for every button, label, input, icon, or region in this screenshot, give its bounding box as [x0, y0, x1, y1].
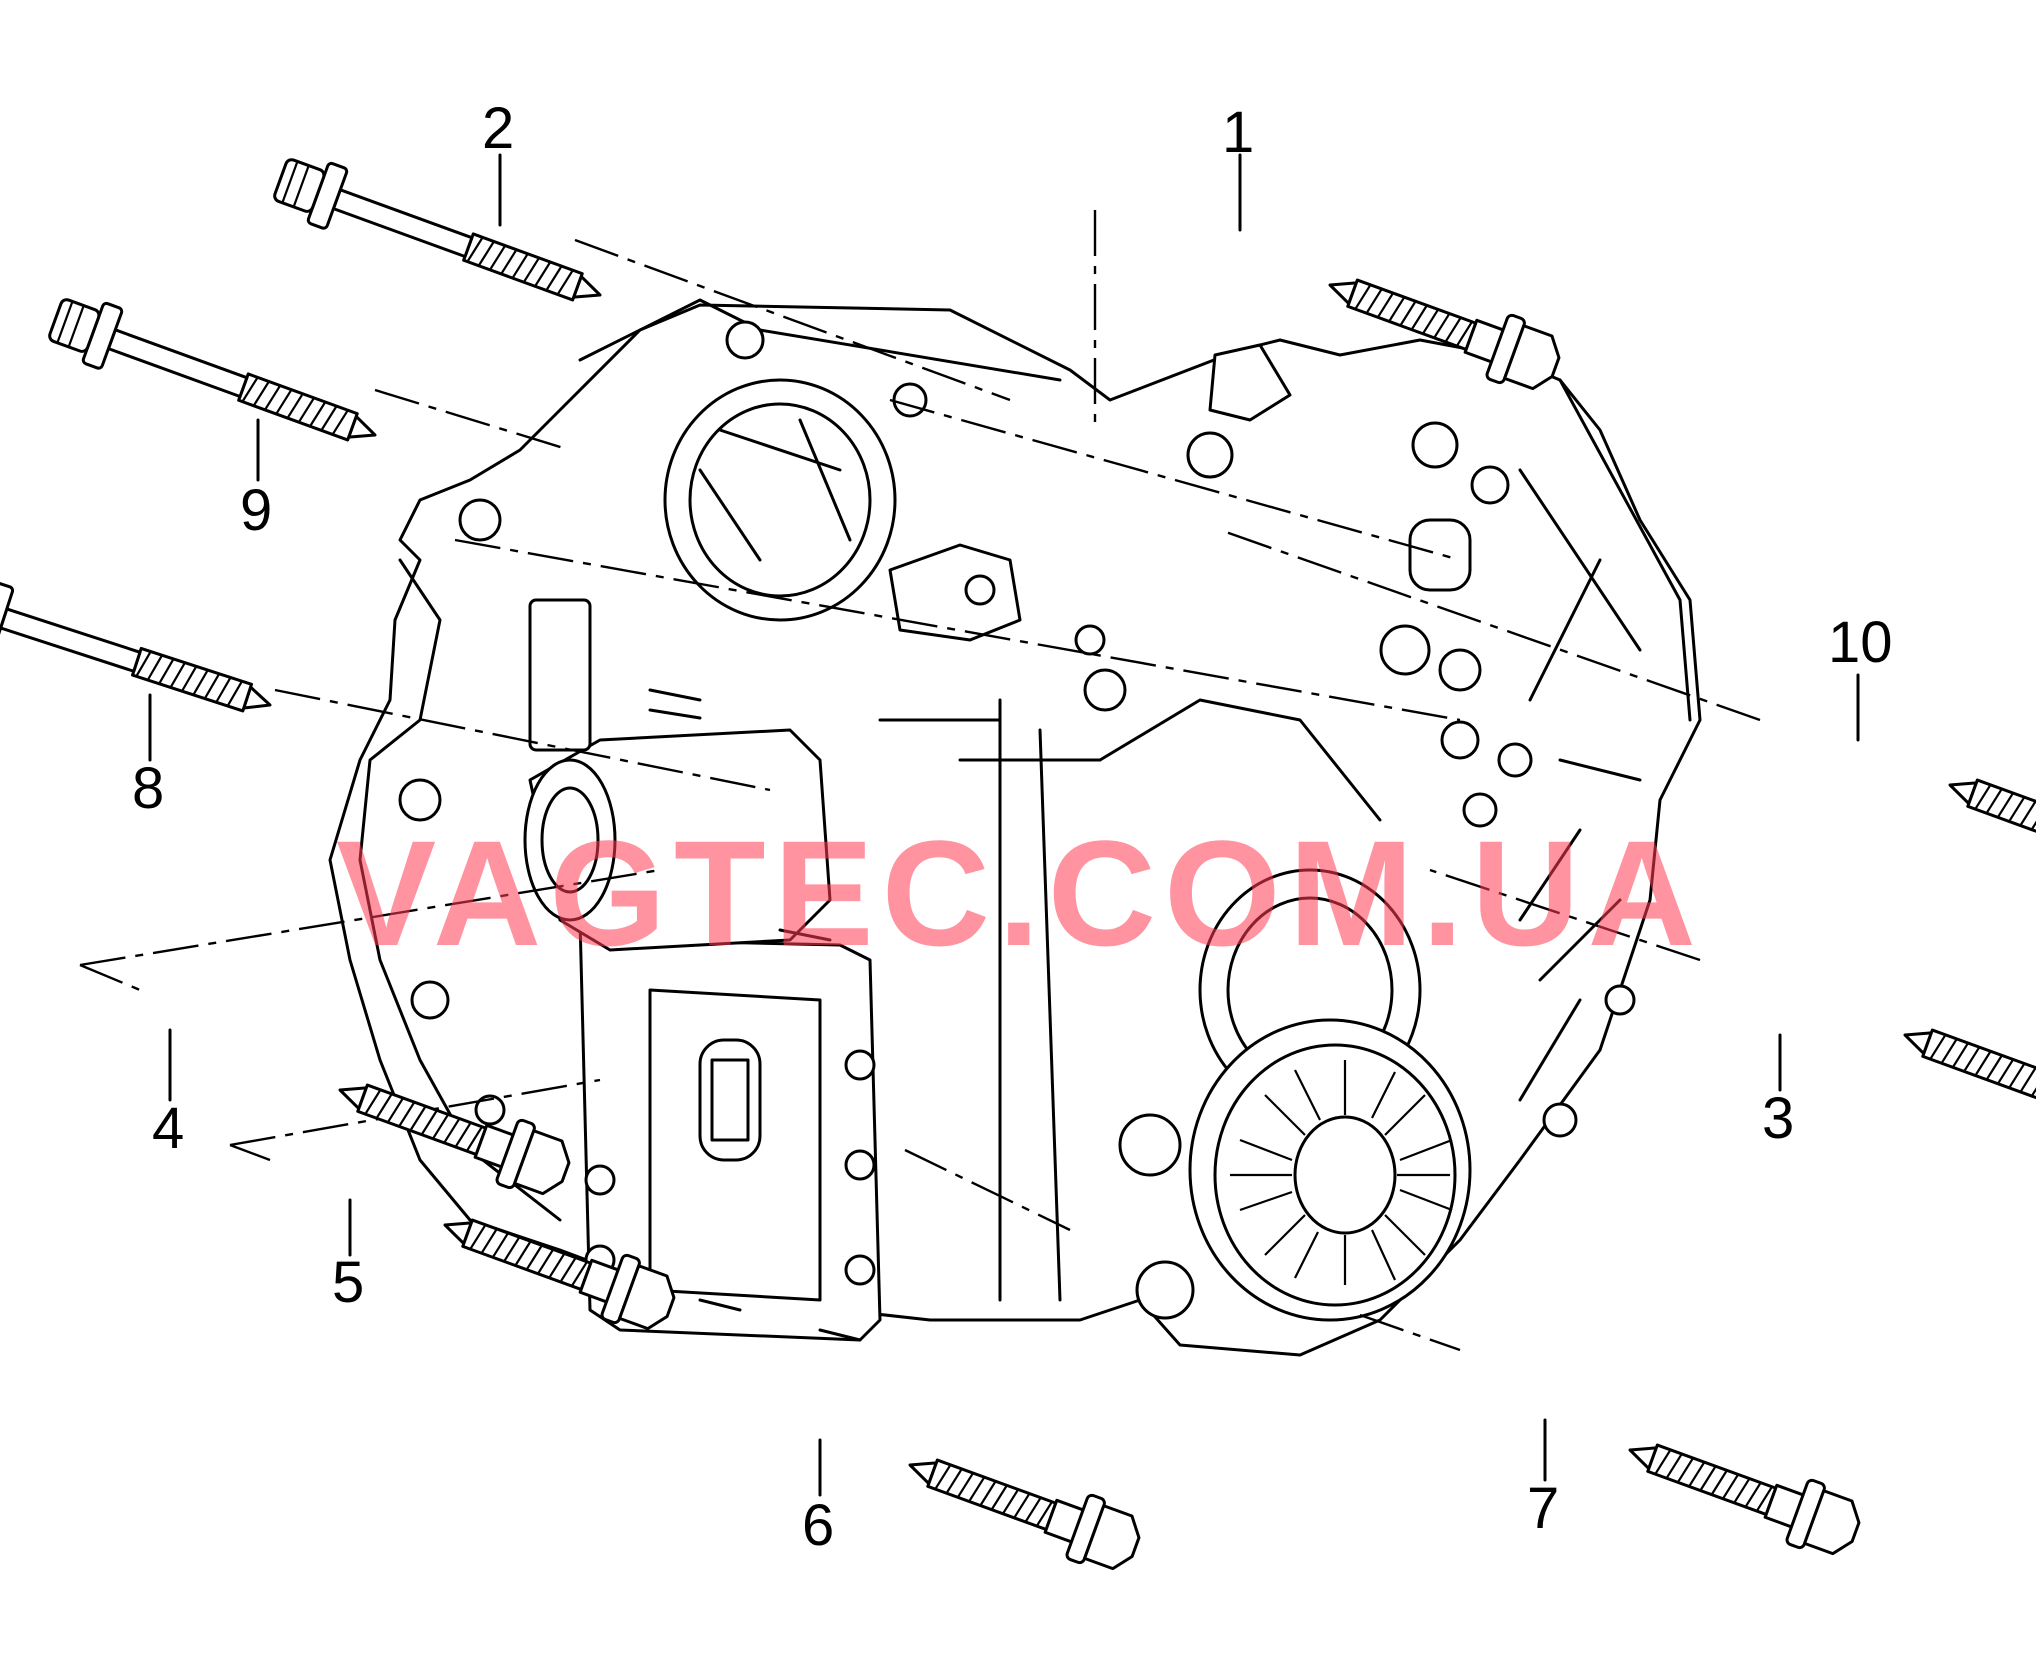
- watermark-text: VAGTEC.COM.UA: [336, 809, 1704, 977]
- bolt-7: [1616, 1416, 1869, 1566]
- callout-10: 10: [1828, 610, 1893, 675]
- bolt-6: [896, 1431, 1149, 1581]
- bolt-2: [268, 147, 613, 327]
- callout-6: 6: [802, 1493, 834, 1558]
- callout-2: 2: [482, 96, 514, 161]
- bolt-3: [1891, 1001, 2036, 1151]
- callout-8: 8: [132, 756, 164, 821]
- assembly-leader-lines: [79, 210, 1761, 1352]
- callout-numbers: 1 2 3 4 5 6 7 8 9 10: [132, 96, 1893, 1558]
- bolt-10: [1936, 751, 2036, 901]
- callout-7: 7: [1527, 1476, 1559, 1541]
- bolt-8: [0, 568, 282, 737]
- callout-leaders: [148, 153, 1860, 1497]
- callout-5: 5: [332, 1250, 364, 1315]
- callout-1: 1: [1222, 100, 1254, 165]
- bolt-9: [43, 287, 388, 467]
- callout-3: 3: [1762, 1086, 1794, 1151]
- callout-4: 4: [152, 1096, 184, 1161]
- callout-9: 9: [240, 478, 272, 543]
